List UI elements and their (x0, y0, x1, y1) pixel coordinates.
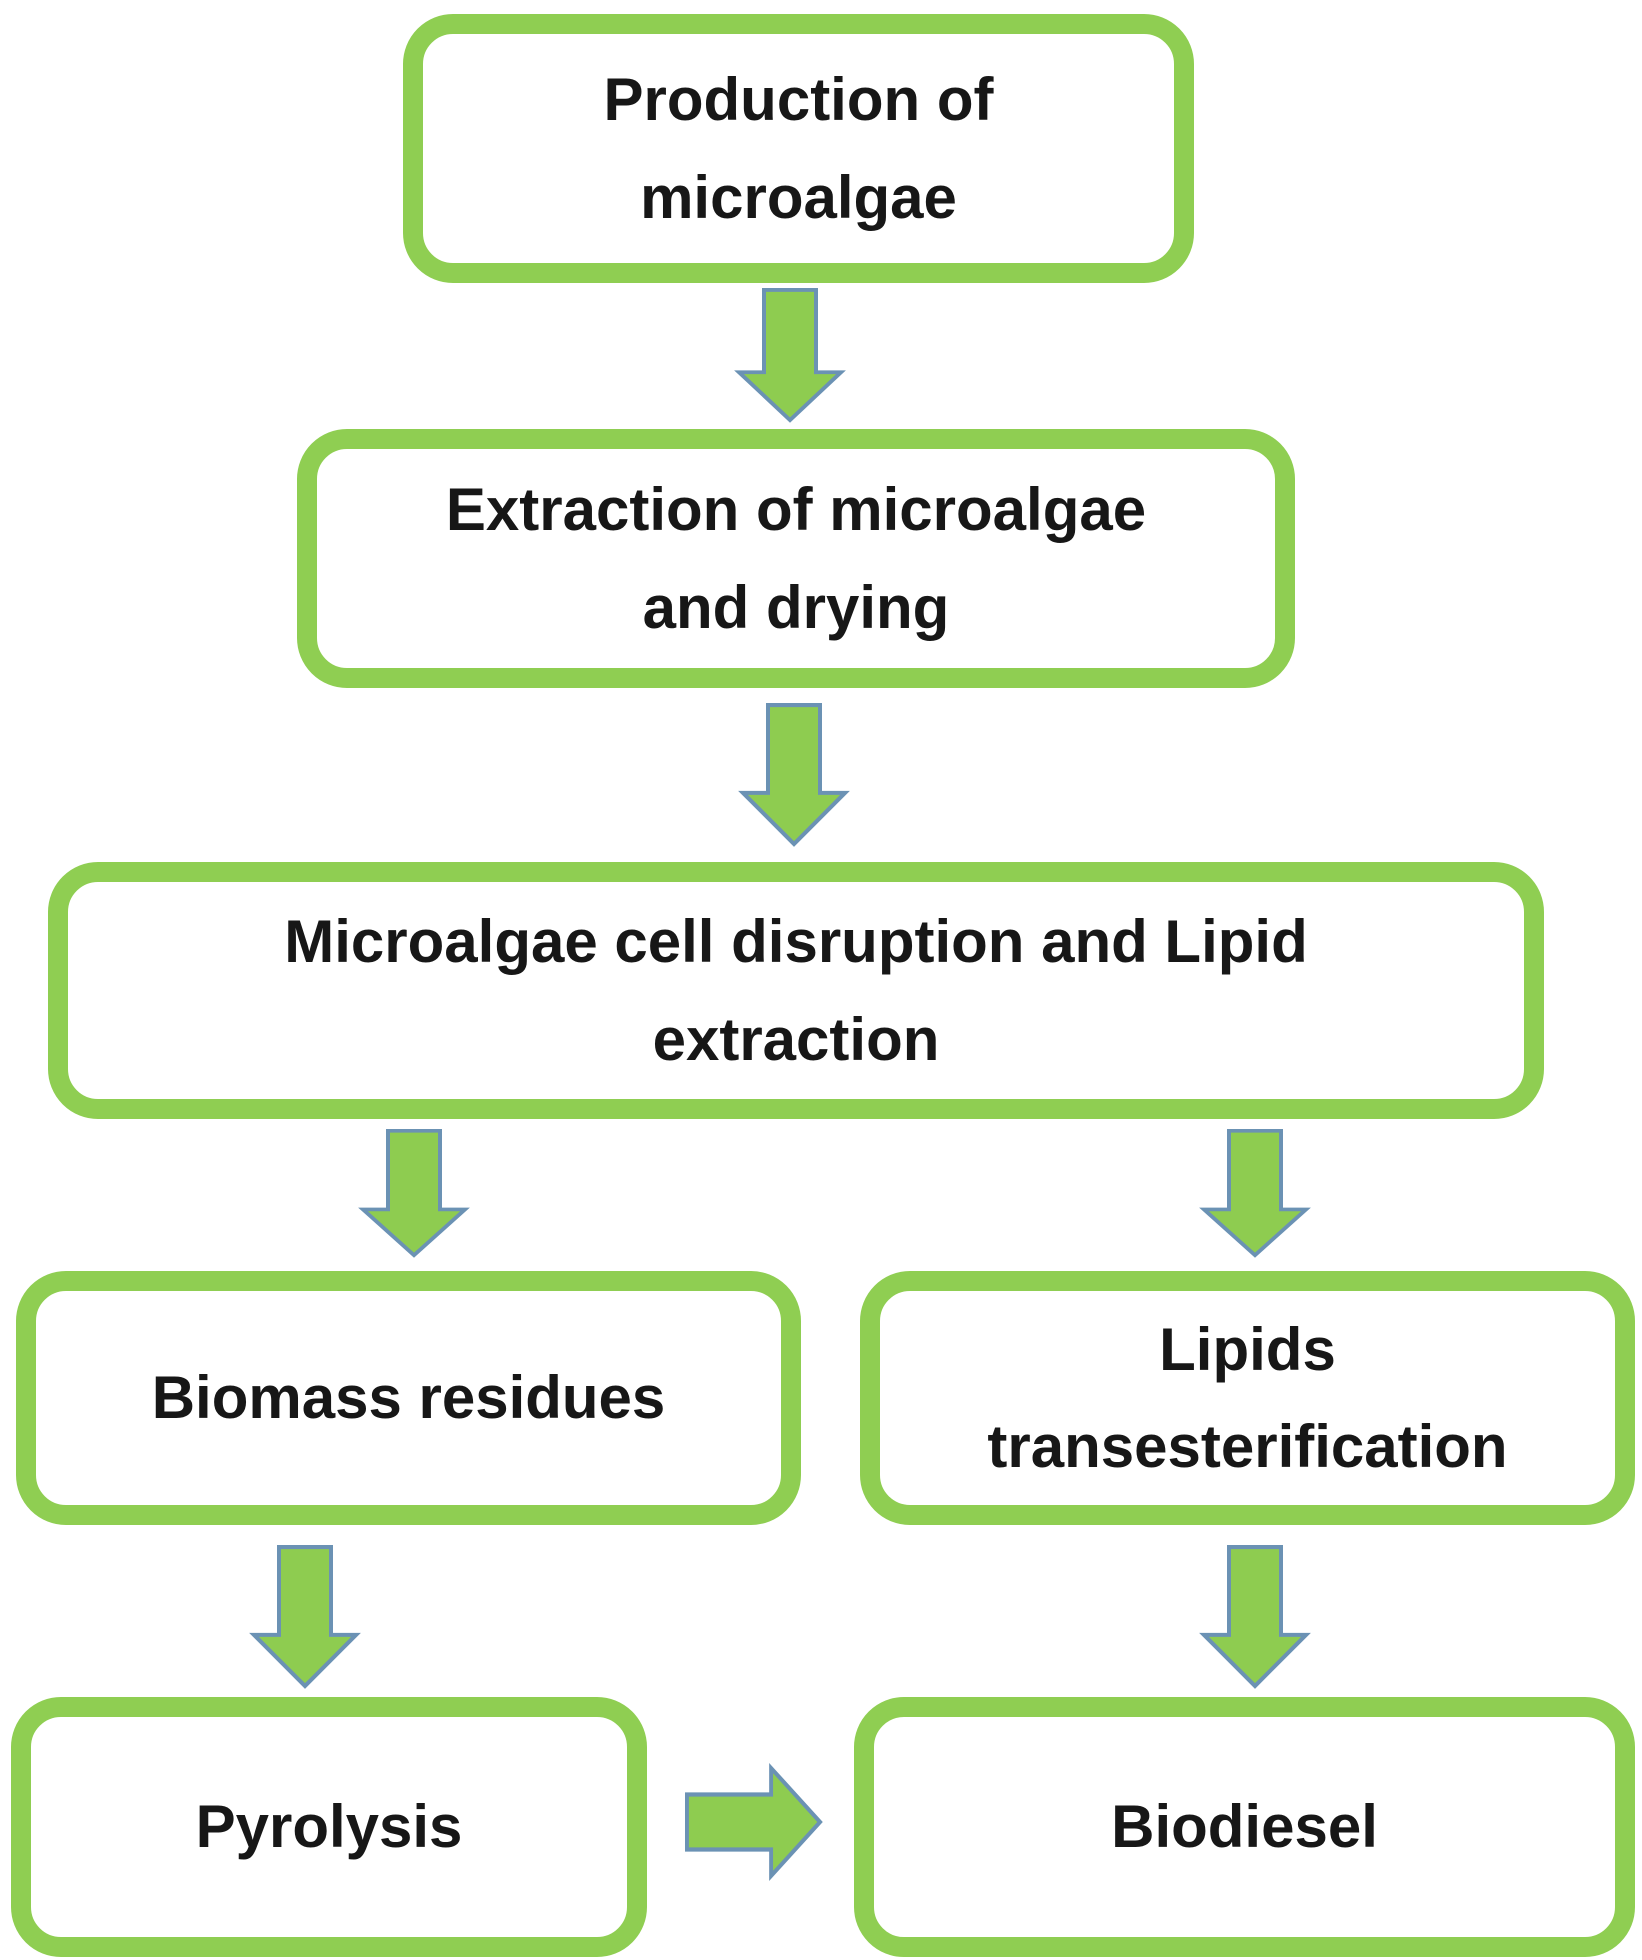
arrow-extraction-to-disruption-icon (738, 703, 850, 847)
node-biomass-residues: Biomass residues (16, 1271, 801, 1525)
arrow-biomass-to-pyrolysis-icon (249, 1545, 361, 1689)
node-production-of-microalgae: Production of microalgae (403, 14, 1194, 283)
arrow-lipids-to-biodiesel-icon (1199, 1545, 1311, 1689)
node-lipids-transesterification: Lipids transesterification (860, 1271, 1635, 1525)
node-extraction-of-microalgae-and-drying: Extraction of microalgae and drying (297, 429, 1295, 688)
arrow-disruption-to-lipids-icon (1199, 1129, 1311, 1258)
node-biodiesel: Biodiesel (854, 1697, 1635, 1957)
arrow-disruption-to-biomass-icon (358, 1129, 470, 1258)
arrow-pyrolysis-to-biodiesel-icon (685, 1762, 823, 1882)
node-microalgae-cell-disruption-and-lipid-extraction: Microalgae cell disruption and Lipid ext… (48, 862, 1544, 1119)
arrow-production-to-extraction-icon (734, 288, 846, 423)
node-pyrolysis: Pyrolysis (11, 1697, 647, 1957)
